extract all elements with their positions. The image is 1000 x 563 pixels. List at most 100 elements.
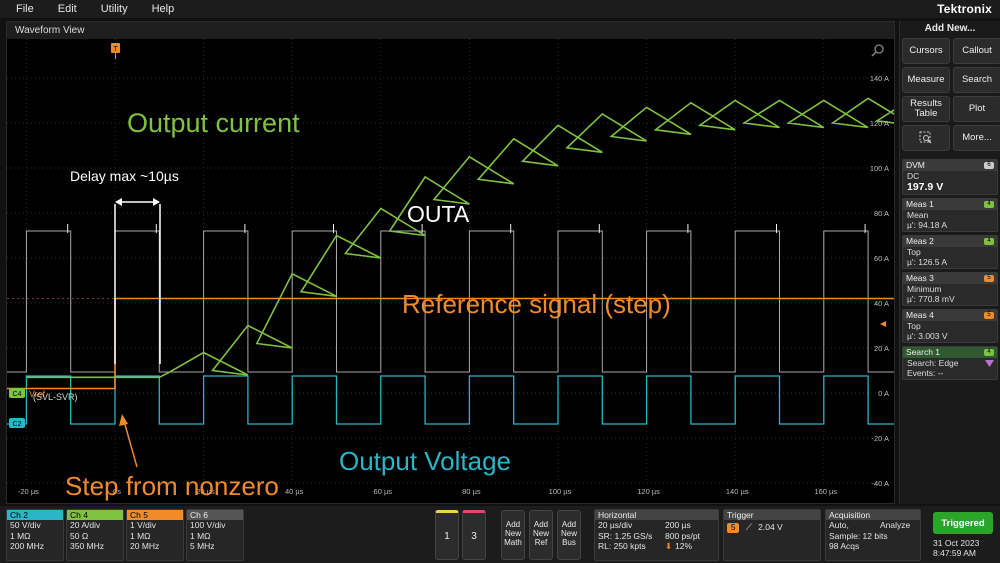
date-time: 31 Oct 2023 8:47:59 AM (933, 538, 997, 558)
cursors-button[interactable]: Cursors (902, 38, 950, 64)
triggered-status-button[interactable]: Triggered (933, 512, 993, 534)
meas-1-title: Meas 1 (906, 199, 934, 209)
y-tick-label: -20 A (871, 434, 889, 443)
zoom-box-button[interactable] (902, 125, 950, 151)
ch4-badge[interactable]: Ch 4 20 A/div 50 Ω 350 MHz (66, 509, 124, 561)
horizontal-position-icon: ⬇ (665, 541, 673, 551)
add-bus-line3: Bus (562, 538, 576, 547)
more-button[interactable]: More... (953, 125, 1000, 151)
meas-3-chip: 5 (984, 275, 994, 282)
ch6-scale: 100 V/div (190, 520, 226, 530)
meas-4-name: Top (907, 321, 921, 331)
plot-button[interactable]: Plot (953, 96, 1000, 122)
acquisition-count: 98 Acqs (829, 541, 860, 551)
ch2-badge[interactable]: Ch 2 50 V/div 1 MΩ 200 MHz (6, 509, 64, 561)
y-tick-label: 0 A (878, 389, 889, 398)
c4-channel-tag[interactable]: C4 (9, 388, 25, 398)
brand-logo: Tektronix (937, 2, 992, 16)
waveform-view-header: Waveform View (7, 22, 894, 39)
measure-button[interactable]: Measure (902, 67, 950, 93)
ch6-badge[interactable]: Ch 6 100 V/div 1 MΩ 5 MHz (186, 509, 244, 561)
menu-file[interactable]: File (16, 3, 34, 15)
trigger-badge[interactable]: Trigger 5 ⟋ 2.04 V (723, 509, 821, 561)
add-ref-line2: New (532, 529, 549, 538)
annotation-delay: Delay max ~10µs (70, 168, 179, 184)
add-ref-line1: Add (533, 520, 549, 529)
ch4-scale: 20 A/div (70, 520, 101, 530)
channel-3-button[interactable]: 3 (462, 510, 486, 560)
y-tick-label: 120 A (870, 119, 889, 128)
meas-2-chip: 4 (984, 238, 994, 245)
menu-edit[interactable]: Edit (57, 3, 77, 15)
menu-help[interactable]: Help (151, 3, 175, 15)
meas-2-name: Top (907, 247, 921, 257)
ch4-title: Ch 4 (67, 510, 123, 520)
meas-1-value: µ': 94.18 A (907, 220, 948, 230)
meas-4-value: µ': 3.003 V (907, 331, 948, 341)
level-marker-icon[interactable] (880, 321, 886, 327)
ch5-badge[interactable]: Ch 5 1 V/div 1 MΩ 20 MHz (126, 509, 184, 561)
ch5-impedance: 1 MΩ (130, 530, 151, 541)
callout-button[interactable]: Callout (953, 38, 1000, 64)
formula-label: (SVL-SVR) (33, 392, 78, 402)
results-table-button[interactable]: Results Table (902, 96, 950, 122)
vref-label: Vref (29, 389, 46, 399)
annotation-output-voltage: Output Voltage (339, 446, 511, 476)
output-voltage-trace (7, 375, 894, 425)
acquisition-badge[interactable]: Acquisition Auto,Analyze Sample: 12 bits… (825, 509, 921, 561)
channel-1-button[interactable]: 1 (435, 510, 459, 560)
ch4-bandwidth: 350 MHz (70, 541, 105, 551)
acquisition-sample: Sample: 12 bits (829, 530, 888, 541)
dvm-mode: DC (907, 171, 920, 181)
y-tick-label: 60 A (874, 254, 889, 263)
status-time: 8:47:59 AM (933, 548, 977, 558)
x-tick-label: 40 µs (285, 487, 304, 496)
x-tick-label: 160 µs (814, 487, 837, 496)
ch2-bandwidth: 200 MHz (10, 541, 45, 551)
svg-text:C4: C4 (13, 391, 22, 398)
meas-3-value: µ': 770.8 mV (907, 294, 955, 304)
trigger-level: 2.04 V (758, 522, 783, 532)
ch2-scale: 50 V/div (10, 520, 41, 530)
meas-4-chip: 5 (984, 312, 994, 319)
add-bus-line1: Add (561, 520, 577, 529)
meas-1-name: Mean (907, 210, 929, 220)
zoom-icon[interactable] (871, 44, 884, 57)
menu-utility[interactable]: Utility (100, 3, 128, 15)
add-new-ref-button[interactable]: Add New Ref (529, 510, 553, 560)
search-marker-icon (985, 360, 994, 367)
search-1-chip: 4 (984, 349, 994, 356)
x-tick-label: 140 µs (726, 487, 749, 496)
c2-channel-tag[interactable]: C2 (9, 418, 25, 428)
x-tick-label: 60 µs (374, 487, 393, 496)
meas-2-value: µ': 126.5 A (907, 257, 948, 267)
search-button[interactable]: Search (953, 67, 1000, 93)
add-new-math-button[interactable]: Add New Math (501, 510, 525, 560)
add-new-bus-button[interactable]: Add New Bus (557, 510, 581, 560)
add-math-line1: Add (505, 520, 521, 529)
add-new-buttons: Cursors Callout Measure Search Results T… (900, 36, 1000, 151)
search-1-type: Search: Edge (907, 358, 959, 368)
horizontal-resolution: 800 ps/pt (665, 530, 700, 541)
annotation-output-current: Output current (127, 108, 300, 138)
meas-3-title: Meas 3 (906, 273, 934, 283)
meas-2-badge[interactable]: Meas 2 4 Top µ': 126.5 A (902, 235, 998, 269)
waveform-view-title: Waveform View (15, 25, 85, 36)
add-bus-line2: New (560, 529, 577, 538)
ch2-impedance: 1 MΩ (10, 530, 31, 541)
meas-2-title: Meas 2 (906, 236, 934, 246)
horizontal-record-length: RL: 250 kpts (598, 541, 646, 551)
trigger-marker[interactable]: T (111, 43, 120, 59)
y-tick-label: 20 A (874, 344, 889, 353)
